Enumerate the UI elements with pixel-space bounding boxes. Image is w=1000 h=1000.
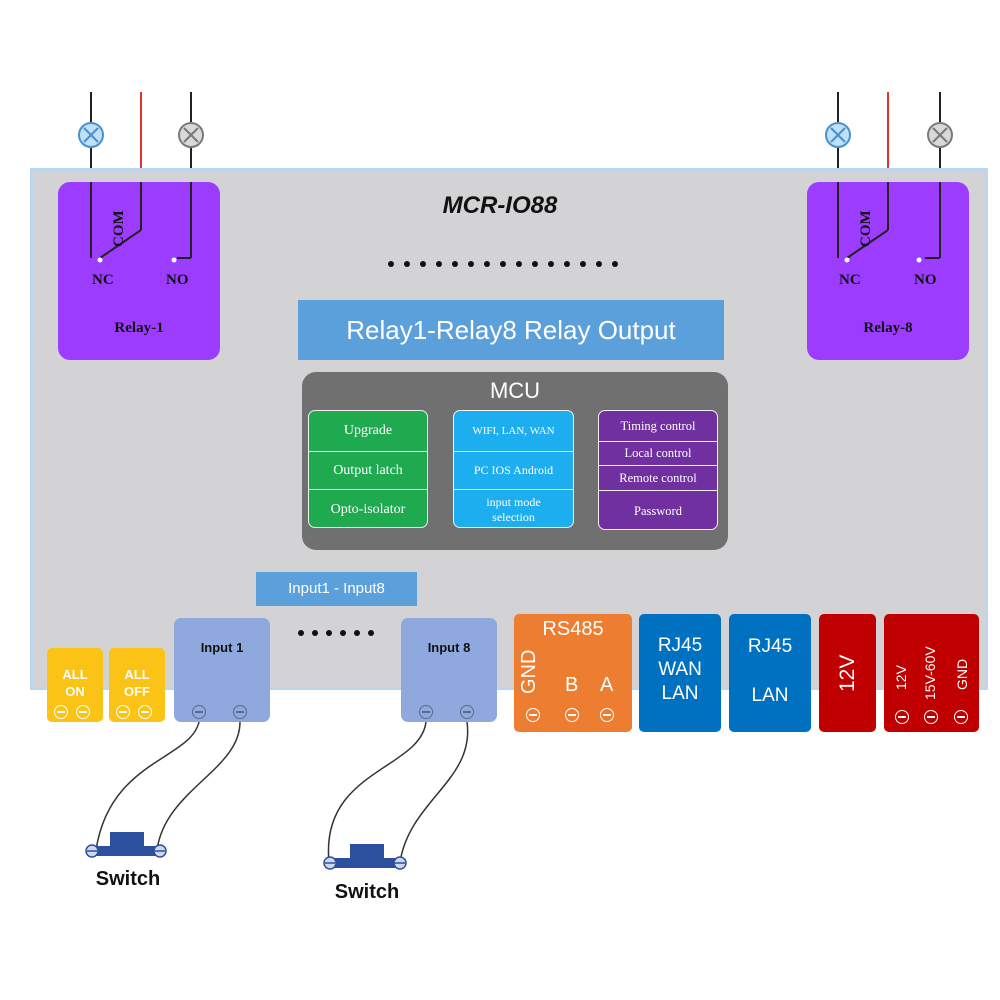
relay-8-com-label: COM bbox=[858, 210, 874, 247]
mcu-output-latch: Output latch bbox=[309, 451, 427, 489]
switch-8-label: Switch bbox=[334, 881, 400, 903]
rj45-lan-port: RJ45 LAN bbox=[729, 614, 811, 732]
relay-1-nc-label: NC bbox=[92, 272, 114, 288]
screw-terminal-icon bbox=[54, 705, 68, 719]
relay-1-no-label: NO bbox=[166, 272, 189, 288]
power-terminal-gnd: GND bbox=[954, 658, 970, 690]
relay-8-no-label: NO bbox=[914, 272, 937, 288]
input-ellipsis-dots bbox=[298, 630, 374, 636]
input-1-label: Input 1 bbox=[200, 640, 244, 655]
power-12v-jack: 12V bbox=[819, 614, 876, 732]
mcu-local-control: Local control bbox=[599, 441, 717, 465]
rj45-lan-line2: LAN bbox=[751, 685, 789, 706]
screw-terminal-icon bbox=[419, 705, 433, 719]
power-12v-label: 12V bbox=[836, 654, 859, 692]
relay-1-label: Relay-1 bbox=[114, 320, 164, 336]
rj45-wan-line3: LAN bbox=[661, 683, 699, 704]
push-switch-icon[interactable] bbox=[320, 840, 410, 874]
screw-terminal-icon bbox=[192, 705, 206, 719]
input-8-label: Input 8 bbox=[427, 640, 471, 655]
input-8-block: Input 8 bbox=[401, 618, 497, 722]
screw-terminal-icon bbox=[600, 708, 614, 722]
mcu-upgrade: Upgrade bbox=[343, 423, 393, 438]
rs485-port: RS485 GND B A bbox=[514, 614, 632, 732]
power-terminal-12v: 12V bbox=[893, 665, 909, 690]
all-off-line2: OFF bbox=[124, 684, 150, 699]
screw-terminal-icon bbox=[138, 705, 152, 719]
lamp-icon bbox=[927, 122, 953, 148]
push-switch-icon[interactable] bbox=[84, 828, 172, 862]
mcu-input-mode-line2: selection bbox=[492, 509, 535, 524]
screw-terminal-icon bbox=[233, 705, 247, 719]
rs485-title: RS485 bbox=[542, 618, 604, 640]
mcu-password: Password bbox=[599, 490, 717, 529]
mcu-platforms: PC IOS Android bbox=[454, 451, 573, 489]
relay-8-block: COM NC NO Relay-8 bbox=[807, 182, 969, 360]
mcu-opto-isolator: Opto-isolator bbox=[309, 489, 427, 527]
relay-1-com-label: COM bbox=[111, 210, 127, 247]
screw-terminal-icon bbox=[460, 705, 474, 719]
relay-1-block: COM NC NO Relay-1 bbox=[58, 182, 220, 360]
all-on-line1: ALL bbox=[62, 667, 88, 682]
relay-ellipsis-dots bbox=[388, 261, 618, 267]
lamp-icon bbox=[78, 122, 104, 148]
screw-terminal-icon bbox=[895, 710, 909, 724]
rs485-a-label: A bbox=[600, 674, 614, 696]
rs485-b-label: B bbox=[565, 674, 579, 696]
rj45-wan-line1: RJ45 bbox=[657, 635, 703, 656]
screw-terminal-icon bbox=[116, 705, 130, 719]
power-terminal-15v-60v: 15V-60V bbox=[922, 646, 938, 700]
all-off-button[interactable]: ALL OFF bbox=[109, 648, 165, 722]
lamp-icon bbox=[825, 122, 851, 148]
relay-8-contacts bbox=[837, 182, 941, 263]
all-off-line1: ALL bbox=[124, 667, 150, 682]
input-1-block: Input 1 bbox=[174, 618, 270, 722]
mcu-features-green: Upgrade Output latch Opto-isolator bbox=[308, 410, 428, 528]
all-on-button[interactable]: ALL ON bbox=[47, 648, 103, 722]
mcu-features-blue: WIFI, LAN, WAN PC IOS Android input mode… bbox=[453, 410, 574, 528]
rj45-wan-port: RJ45 WAN LAN bbox=[639, 614, 721, 732]
mcu-input-mode-line1: input mode bbox=[486, 494, 541, 509]
screw-terminal-icon bbox=[924, 710, 938, 724]
all-on-line2: ON bbox=[65, 684, 85, 699]
mcu-remote-control: Remote control bbox=[599, 465, 717, 490]
lamp-icon bbox=[178, 122, 204, 148]
input-range-label: Input1 - Input8 bbox=[256, 572, 417, 606]
screw-terminal-icon bbox=[565, 708, 579, 722]
screw-terminal-icon bbox=[76, 705, 90, 719]
mcu-title: MCU bbox=[489, 378, 541, 403]
mcu-input-mode: input mode selection bbox=[454, 489, 573, 527]
mcu-network: WIFI, LAN, WAN bbox=[472, 425, 555, 437]
relay-output-banner: Relay1-Relay8 Relay Output bbox=[298, 300, 724, 360]
rs485-gnd-label: GND bbox=[518, 649, 540, 694]
relay-8-label: Relay-8 bbox=[863, 320, 913, 336]
switch-1-label: Switch bbox=[95, 868, 161, 890]
lamps bbox=[78, 122, 953, 148]
rj45-lan-line1: RJ45 bbox=[747, 636, 793, 657]
screw-terminal-icon bbox=[954, 710, 968, 724]
rj45-wan-line2: WAN bbox=[658, 659, 702, 680]
relay-8-nc-label: NC bbox=[839, 272, 861, 288]
relay-1-contacts bbox=[90, 182, 192, 263]
power-terminal: 12V 15V-60V GND bbox=[884, 614, 979, 732]
mcu-timing-control: Timing control bbox=[620, 418, 696, 433]
device-title: MCR-IO88 bbox=[442, 192, 558, 219]
screw-terminal-icon bbox=[526, 708, 540, 722]
mcu-features-purple: Timing control Local control Remote cont… bbox=[598, 410, 718, 530]
